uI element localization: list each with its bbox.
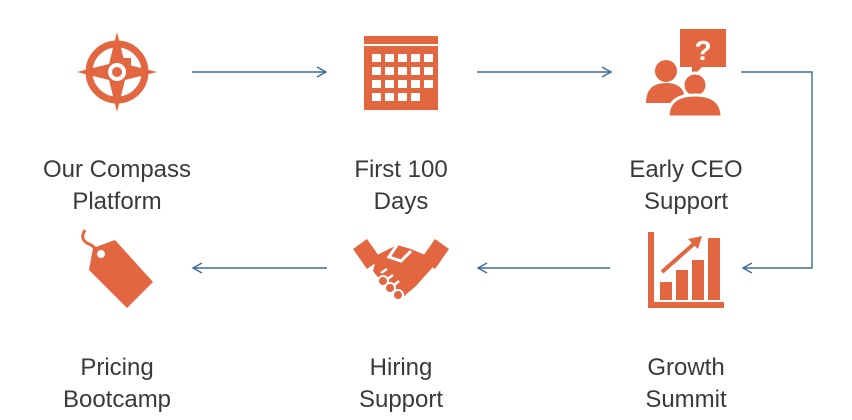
ceo-support-icon: ? (646, 29, 726, 117)
svg-text:?: ? (694, 35, 711, 66)
price-tag-icon (81, 229, 153, 308)
arrow-ceo-to-growth (741, 71, 813, 274)
growth-chart-icon (648, 232, 724, 308)
calendar-icon (364, 36, 438, 110)
handshake-icon (353, 239, 449, 301)
compass-icon (77, 32, 157, 112)
